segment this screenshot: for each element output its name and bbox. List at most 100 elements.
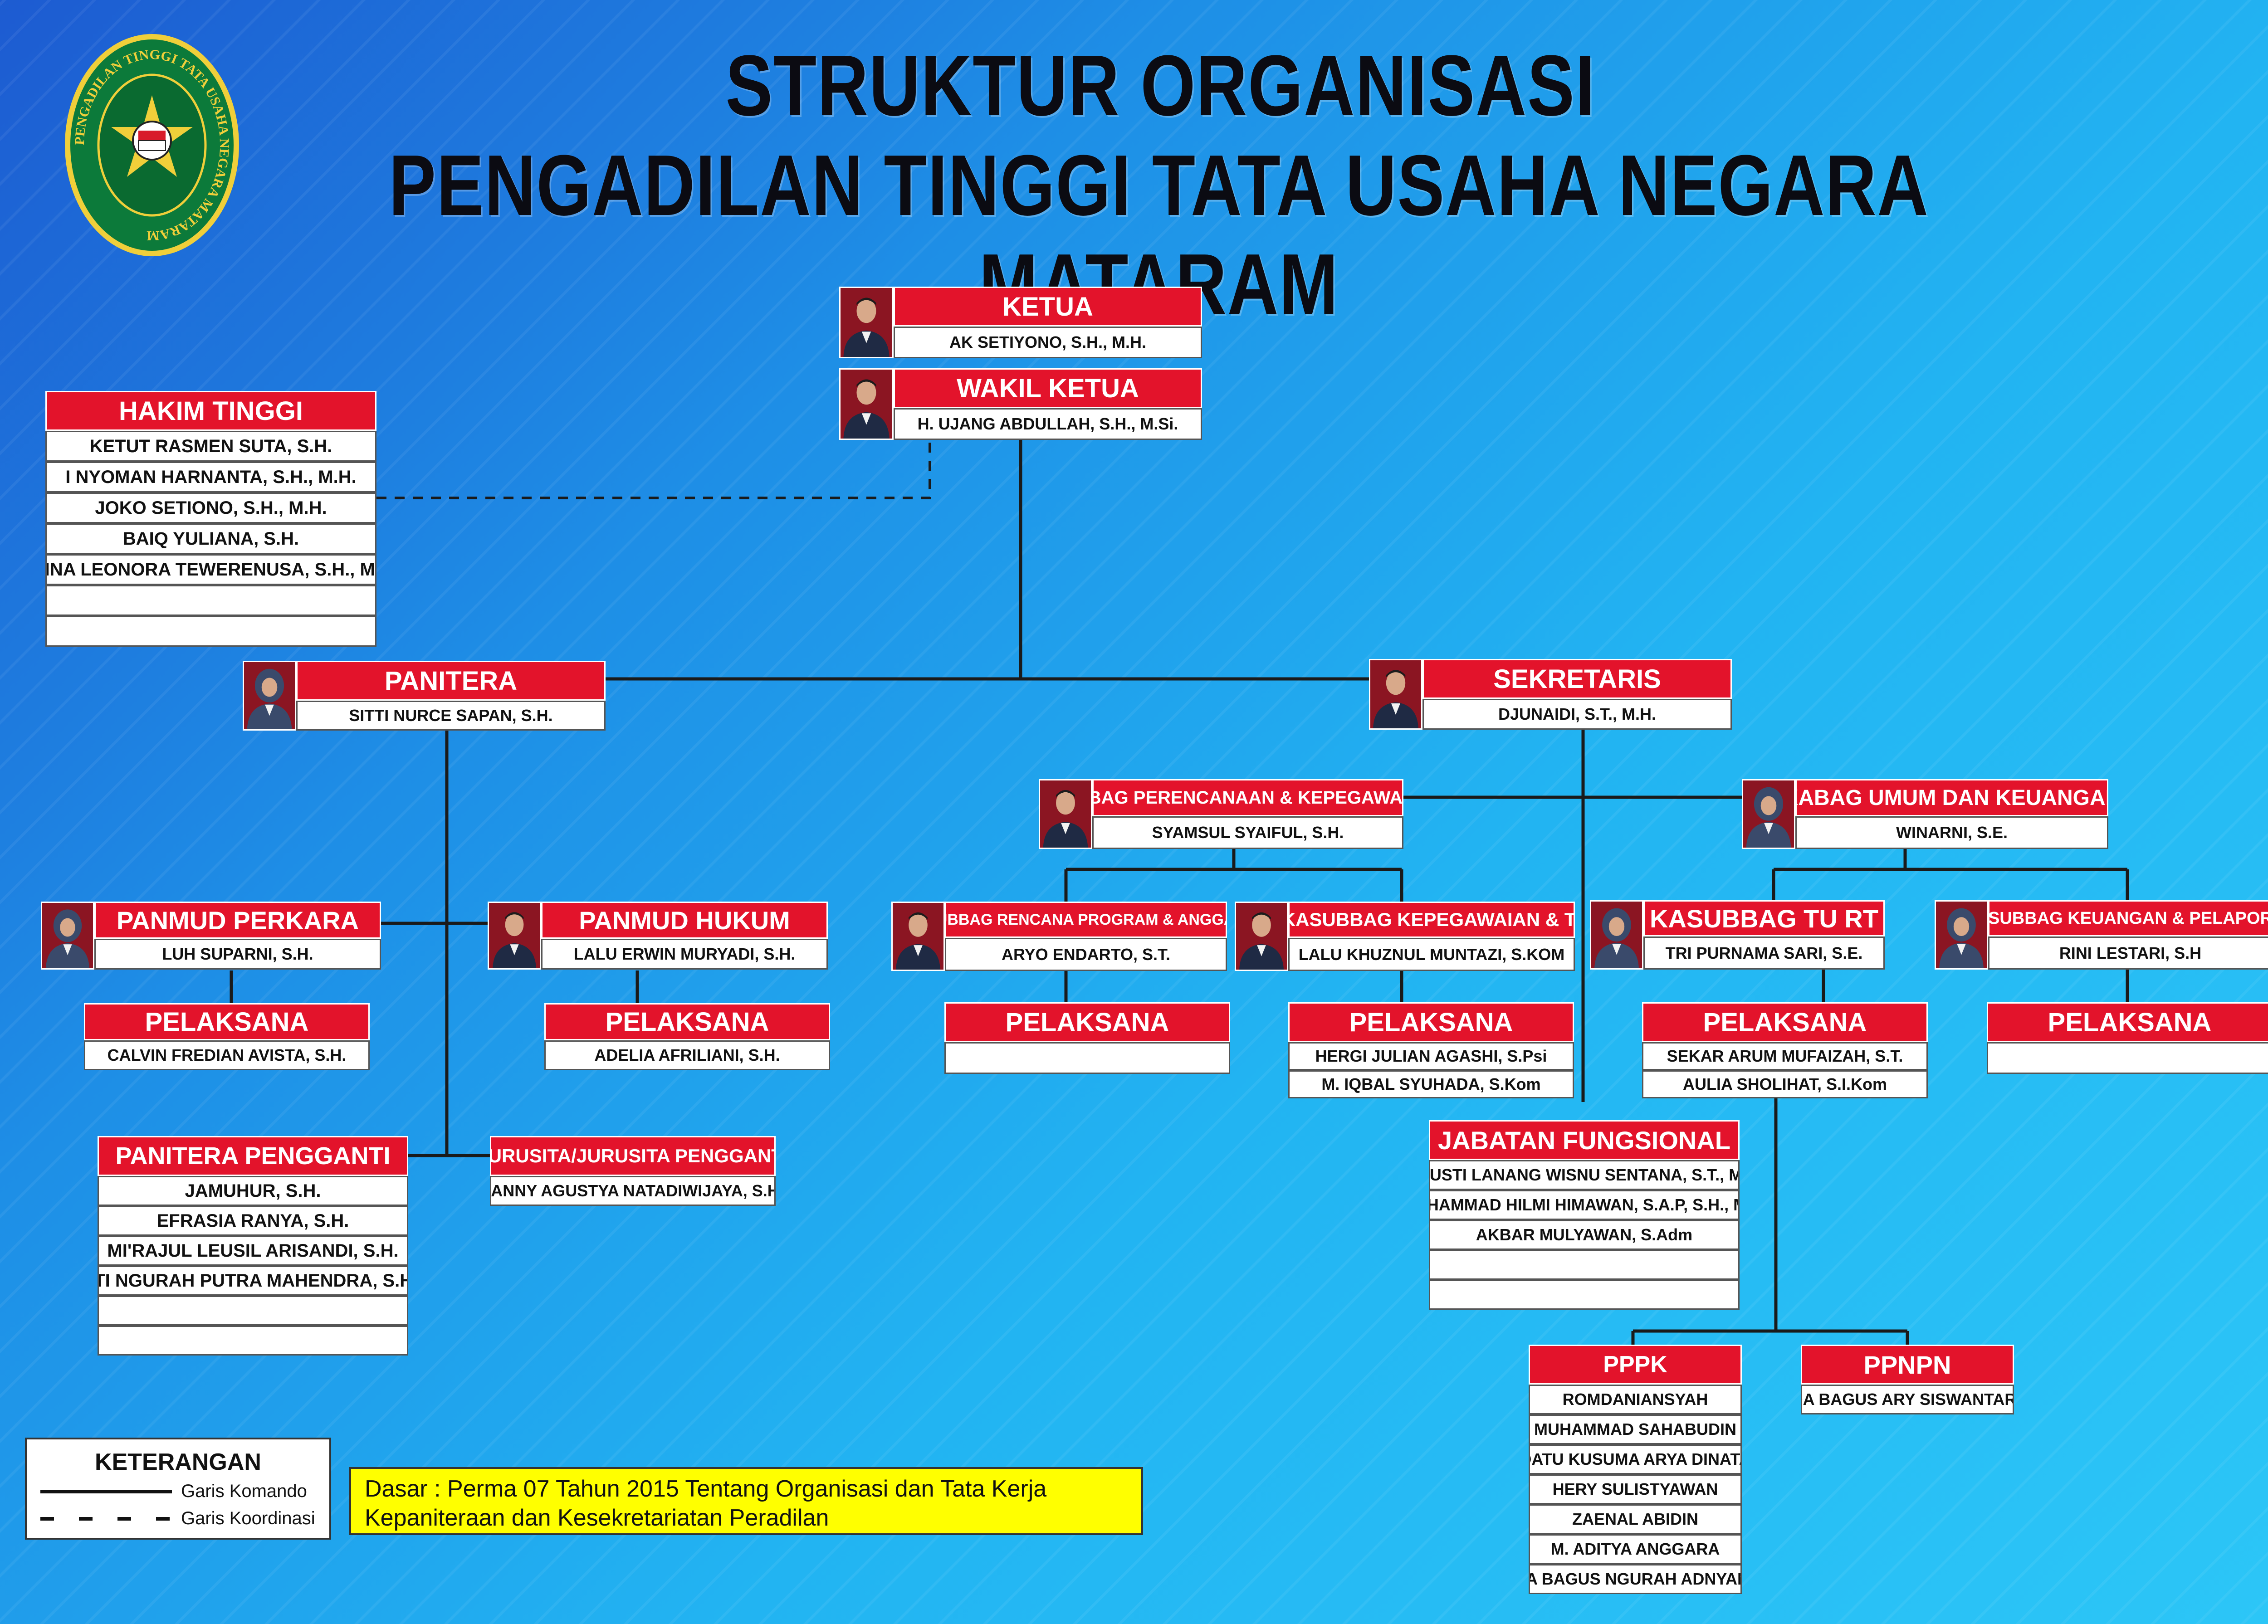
kasubbag-tu-title: KASUBBAG TU RT xyxy=(1643,900,1885,936)
member-row: M. IQBAL SYUHADA, S.Kom xyxy=(1288,1070,1574,1098)
member-row xyxy=(1987,1042,2268,1074)
member-row: ANNA LEONORA TEWERENUSA, S.H., M.H. xyxy=(45,554,376,585)
member-row: IDA BAGUS NGURAH ADNYANA xyxy=(1529,1564,1742,1594)
panmud-perkara-name: LUH SUPARNI, S.H. xyxy=(94,939,381,970)
member-row: JAMUHUR, S.H. xyxy=(98,1176,408,1206)
legend-line-samples xyxy=(40,1490,172,1521)
jabatan-fungsional-box: JABATAN FUNGSIONALI GUSTI LANANG WISNU S… xyxy=(1429,1120,1740,1310)
member-row: BAIQ YULIANA, S.H. xyxy=(45,523,376,554)
panitera-name: SITTI NURCE SAPAN, S.H. xyxy=(296,701,606,731)
wakil-ketua-name: H. UJANG ABDULLAH, S.H., M.Si. xyxy=(894,408,1202,440)
pelaksana-perkara-title: PELAKSANA xyxy=(84,1003,370,1040)
member-row: AULIA SHOLIHAT, S.I.Kom xyxy=(1642,1070,1928,1098)
member-row: I GUSTI LANANG WISNU SENTANA, S.T., M.M xyxy=(1429,1160,1740,1190)
member-row xyxy=(98,1326,408,1356)
line-koordinasi-hakim xyxy=(376,436,931,499)
sekretaris-title: SEKRETARIS xyxy=(1422,659,1732,699)
member-row xyxy=(944,1042,1230,1074)
kabag-perencanaan-name: SYAMSUL SYAIFUL, S.H. xyxy=(1092,816,1403,849)
kasubbag-rencana-photo xyxy=(891,902,945,971)
kasubbag-rencana-box: KASUBBAG RENCANA PROGRAM & ANGGARANARYO … xyxy=(891,902,1227,971)
member-row: M. ADITYA ANGGARA xyxy=(1529,1534,1742,1564)
hakim-tinggi-title: HAKIM TINGGI xyxy=(45,391,376,431)
kabag-perencanaan-title: KABAG PERENCANAAN & KEPEGAWAIAN xyxy=(1092,779,1403,816)
kabag-perencanaan-box: KABAG PERENCANAAN & KEPEGAWAIANSYAMSUL S… xyxy=(1039,779,1403,849)
kasubbag-keuangan-title: KASUBBAG KEUANGAN & PELAPORAN xyxy=(1988,900,2268,936)
pelaksana-keuangan-title: PELAKSANA xyxy=(1987,1002,2268,1042)
pelaksana-rencana-title: PELAKSANA xyxy=(944,1002,1230,1042)
ketua-title: KETUA xyxy=(894,287,1202,327)
ppnpn-box: PPNPNIDA BAGUS ARY SISWANTARA xyxy=(1801,1345,2014,1414)
panitera-photo xyxy=(243,661,296,731)
member-row: HERGI JULIAN AGASHI, S.Psi xyxy=(1288,1042,1574,1070)
member-row: SEKAR ARUM MUFAIZAH, S.T. xyxy=(1642,1042,1928,1070)
member-row xyxy=(45,585,376,616)
member-row: ROMDANIANSYAH xyxy=(1529,1385,1742,1414)
ketua-photo xyxy=(839,287,894,358)
ketua-name: AK SETIYONO, S.H., M.H. xyxy=(894,327,1202,358)
member-row xyxy=(1429,1250,1740,1280)
title-line-2: PENGADILAN TINGGI TATA USAHA NEGARA MATA… xyxy=(389,137,1929,332)
member-row: FANNY AGUSTYA NATADIWIJAYA, S.H. xyxy=(490,1176,776,1206)
sekretaris-photo xyxy=(1369,659,1422,730)
kasubbag-keuangan-photo xyxy=(1935,900,1988,970)
pelaksana-tu-title: PELAKSANA xyxy=(1642,1002,1928,1042)
kasubbag-tu-photo xyxy=(1590,900,1643,970)
court-logo: PENGADILAN TINGGI TATA USAHA NEGARA MATA… xyxy=(65,34,239,256)
wakil-ketua-title: WAKIL KETUA xyxy=(894,368,1202,408)
member-row xyxy=(1429,1280,1740,1310)
jabatan-fungsional-title: JABATAN FUNGSIONAL xyxy=(1429,1120,1740,1160)
kasubbag-tu-name: TRI PURNAMA SARI, S.E. xyxy=(1643,936,1885,970)
pppk-title: PPPK xyxy=(1529,1345,1742,1385)
member-row: MUHAMMAD SAHABUDIN xyxy=(1529,1414,1742,1444)
panitera-title: PANITERA xyxy=(296,661,606,701)
kasubbag-kepegawaian-title: KASUBBAG KEPEGAWAIAN & TI xyxy=(1288,902,1575,938)
legal-basis-line-2: Kepaniteraan dan Kesekretariatan Peradil… xyxy=(365,1505,829,1531)
line-kasub-right xyxy=(1772,868,2129,900)
line-pppk-ppnpn xyxy=(1631,1097,1909,1345)
kasubbag-kepegawaian-photo xyxy=(1235,902,1288,971)
panmud-hukum-photo xyxy=(488,902,541,970)
kasubbag-rencana-name: ARYO ENDARTO, S.T. xyxy=(945,938,1227,971)
pelaksana-rencana-box: PELAKSANA xyxy=(944,1002,1230,1074)
kasubbag-kepegawaian-name: LALU KHUZNUL MUNTAZI, S.KOM xyxy=(1288,938,1575,971)
legend-box: KETERANGAN Garis Komando Garis Koordinas… xyxy=(25,1438,331,1540)
member-row: JOKO SETIONO, S.H., M.H. xyxy=(45,493,376,523)
panmud-hukum-title: PANMUD HUKUM xyxy=(541,902,828,939)
member-row: CALVIN FREDIAN AVISTA, S.H. xyxy=(84,1040,370,1070)
member-row: MI'RAJUL LEUSIL ARISANDI, S.H. xyxy=(98,1236,408,1266)
panmud-perkara-photo xyxy=(41,902,94,970)
title-line-1: STRUKTUR ORGANISASI xyxy=(725,38,1596,134)
jurusita-title: JURUSITA/JURUSITA PENGGANTI xyxy=(490,1136,776,1176)
member-row: ADELIA AFRILIANI, S.H. xyxy=(544,1040,830,1070)
kasubbag-keuangan-box: KASUBBAG KEUANGAN & PELAPORANRINI LESTAR… xyxy=(1935,900,2268,970)
legend-solid-label: Garis Komando xyxy=(181,1481,307,1501)
member-row: MOHAMMAD HILMI HIMAWAN, S.A.P, S.H., M.H… xyxy=(1429,1190,1740,1220)
legend-title: KETERANGAN xyxy=(95,1449,261,1475)
ppnpn-title: PPNPN xyxy=(1801,1345,2014,1385)
kabag-perencanaan-photo xyxy=(1039,779,1092,849)
member-row: AKBAR MULYAWAN, S.Adm xyxy=(1429,1220,1740,1250)
line-kasub-left xyxy=(1064,868,1403,902)
kasubbag-rencana-title: KASUBBAG RENCANA PROGRAM & ANGGARAN xyxy=(945,902,1227,938)
member-row: KETUT RASMEN SUTA, S.H. xyxy=(45,431,376,462)
member-row: I GUSTI NGURAH PUTRA MAHENDRA, S.H., M.H xyxy=(98,1266,408,1296)
pelaksana-kepegawaian-title: PELAKSANA xyxy=(1288,1002,1574,1042)
member-row: IDA BAGUS ARY SISWANTARA xyxy=(1801,1385,2014,1414)
pelaksana-hukum-title: PELAKSANA xyxy=(544,1003,830,1040)
